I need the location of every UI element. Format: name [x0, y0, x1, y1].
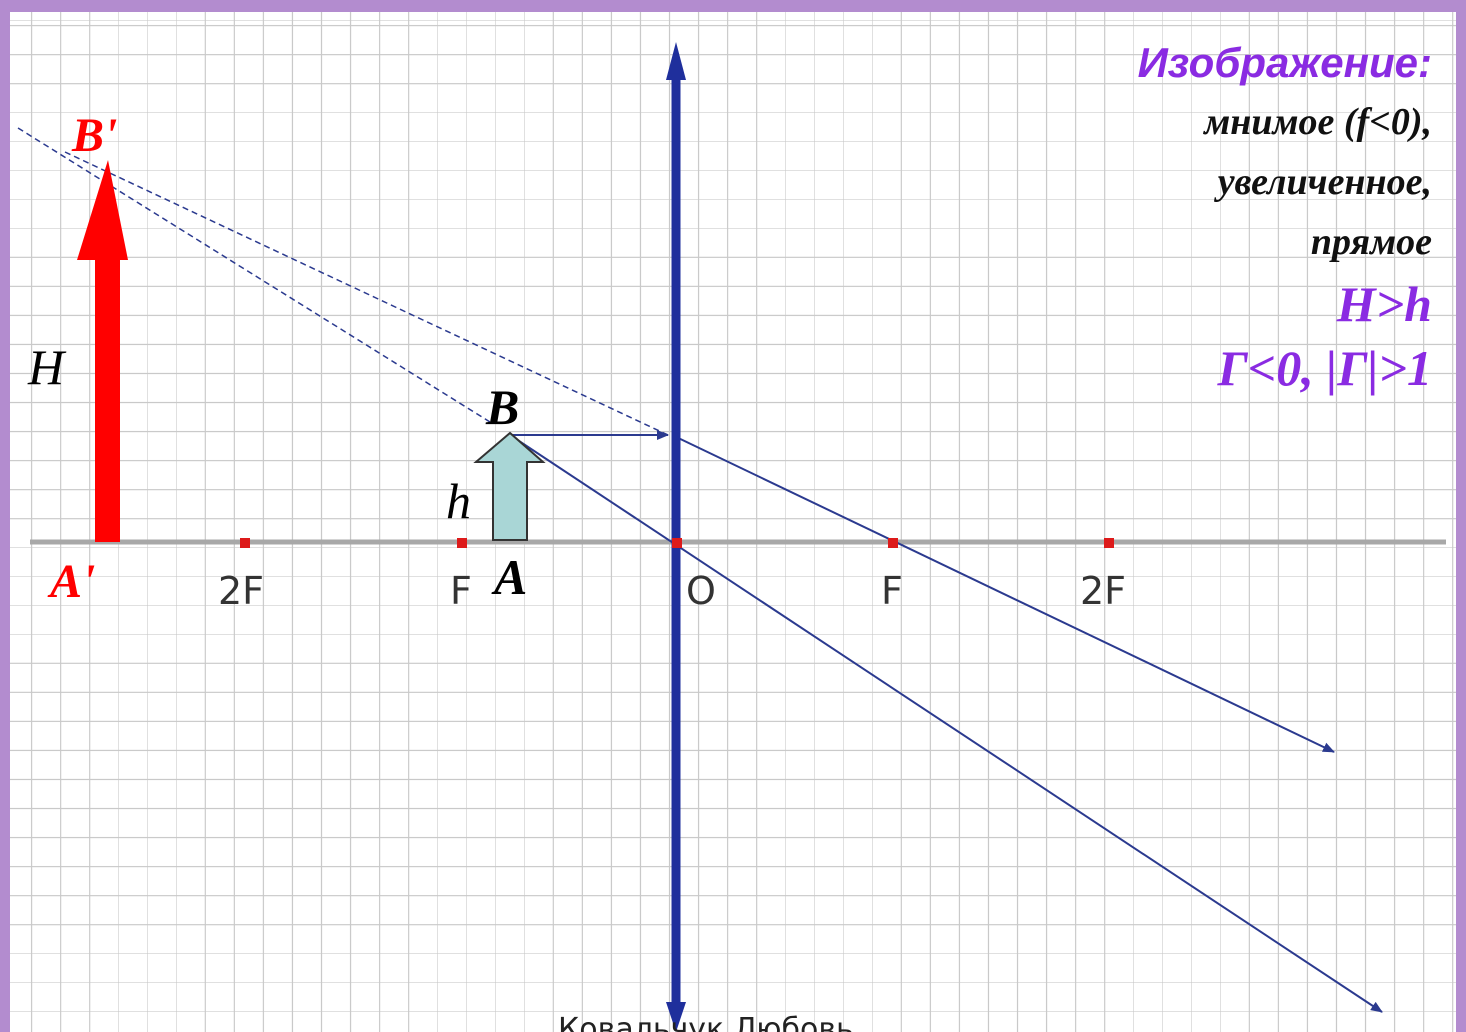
lens-diagram [17, 42, 1446, 1032]
image-arrow [77, 160, 128, 542]
axis-label-right-f: F [881, 569, 903, 613]
info-title: Изображение: [1137, 39, 1432, 86]
label-a-prime: A' [50, 555, 96, 608]
object-arrow [473, 431, 546, 541]
marker-left-f [457, 538, 467, 548]
label-b-prime: B' [72, 109, 118, 162]
slide: 2F F O F 2F B' A' H B A h Изображение: м… [10, 12, 1456, 1032]
label-object-height: h [446, 473, 471, 529]
lens-bottom-arrow [666, 1002, 686, 1032]
marker-right-2f [1104, 538, 1114, 548]
info-upright: прямое [1310, 221, 1432, 263]
axis-label-left-2f: 2F [218, 569, 265, 613]
info-enlarged: увеличенное, [1217, 161, 1432, 203]
ray-through-center [509, 434, 1383, 1013]
dashed-extension-ray-2 [64, 151, 669, 436]
footer-author: Ковальчук Любовь [558, 1012, 854, 1032]
lens-top-arrow [666, 42, 686, 80]
label-a: A [494, 549, 528, 605]
axis-label-center-o: O [686, 569, 716, 613]
ray-refracted-through-focus [671, 434, 1335, 753]
axis-label-right-2f: 2F [1080, 569, 1127, 613]
axis-label-left-f: F [450, 569, 472, 613]
image-properties-panel: Изображение: мнимое (f<0), увеличенное, … [1138, 34, 1432, 400]
label-b: B [486, 379, 520, 435]
marker-center-o [672, 538, 682, 548]
info-virtual: мнимое (f<0), [1204, 101, 1432, 143]
info-magnification: Г<0, |Г|>1 [1217, 340, 1432, 396]
label-image-height: H [28, 339, 65, 395]
marker-left-2f [240, 538, 250, 548]
dashed-extension-ray-1 [17, 127, 491, 423]
info-relation: H>h [1336, 276, 1432, 332]
marker-right-f [888, 538, 898, 548]
